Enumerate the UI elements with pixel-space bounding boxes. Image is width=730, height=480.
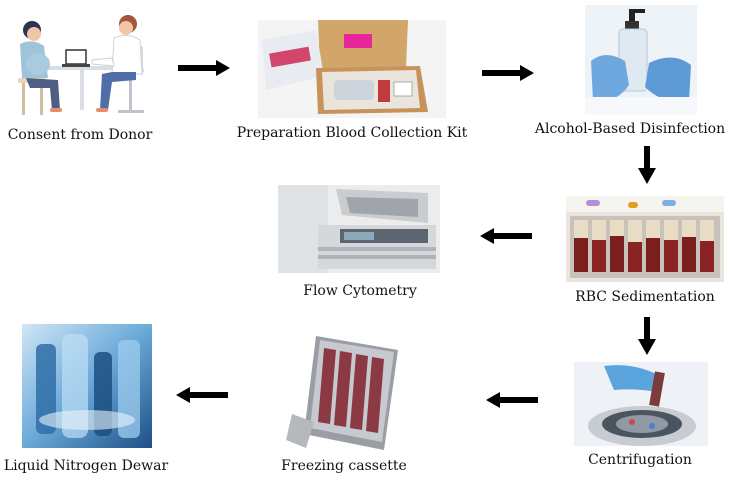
step-label-freezing: Freezing cassette bbox=[281, 458, 407, 474]
rbc-sedimentation-photo bbox=[566, 196, 724, 282]
arrow-right-icon bbox=[482, 65, 534, 85]
arrow-left-icon bbox=[480, 228, 532, 248]
arrow-down-icon bbox=[638, 146, 656, 188]
blood-kit-photo bbox=[258, 20, 446, 118]
centrifuge-photo bbox=[574, 362, 708, 446]
step-label-centrifugation: Centrifugation bbox=[588, 452, 692, 468]
disinfection-photo bbox=[585, 5, 697, 115]
step-label-disinfection: Alcohol-Based Disinfection bbox=[534, 121, 726, 137]
arrow-left-icon bbox=[486, 392, 538, 412]
freezing-cassette-photo bbox=[286, 330, 404, 452]
step-label-consent: Consent from Donor bbox=[7, 127, 153, 143]
arrow-down-icon bbox=[638, 317, 656, 359]
step-label-kit: Preparation Blood Collection Kit bbox=[236, 125, 468, 141]
step-label-cytometry: Flow Cytometry bbox=[303, 283, 417, 299]
flow-cytometer-photo bbox=[278, 185, 440, 273]
arrow-right-icon bbox=[178, 60, 230, 80]
liquid-nitrogen-dewar-photo bbox=[22, 324, 152, 448]
arrow-left-icon bbox=[176, 387, 228, 407]
consent-illustration bbox=[8, 8, 163, 120]
step-label-dewar: Liquid Nitrogen Dewar bbox=[3, 458, 169, 474]
step-label-sedimentation: RBC Sedimentation bbox=[575, 289, 715, 305]
